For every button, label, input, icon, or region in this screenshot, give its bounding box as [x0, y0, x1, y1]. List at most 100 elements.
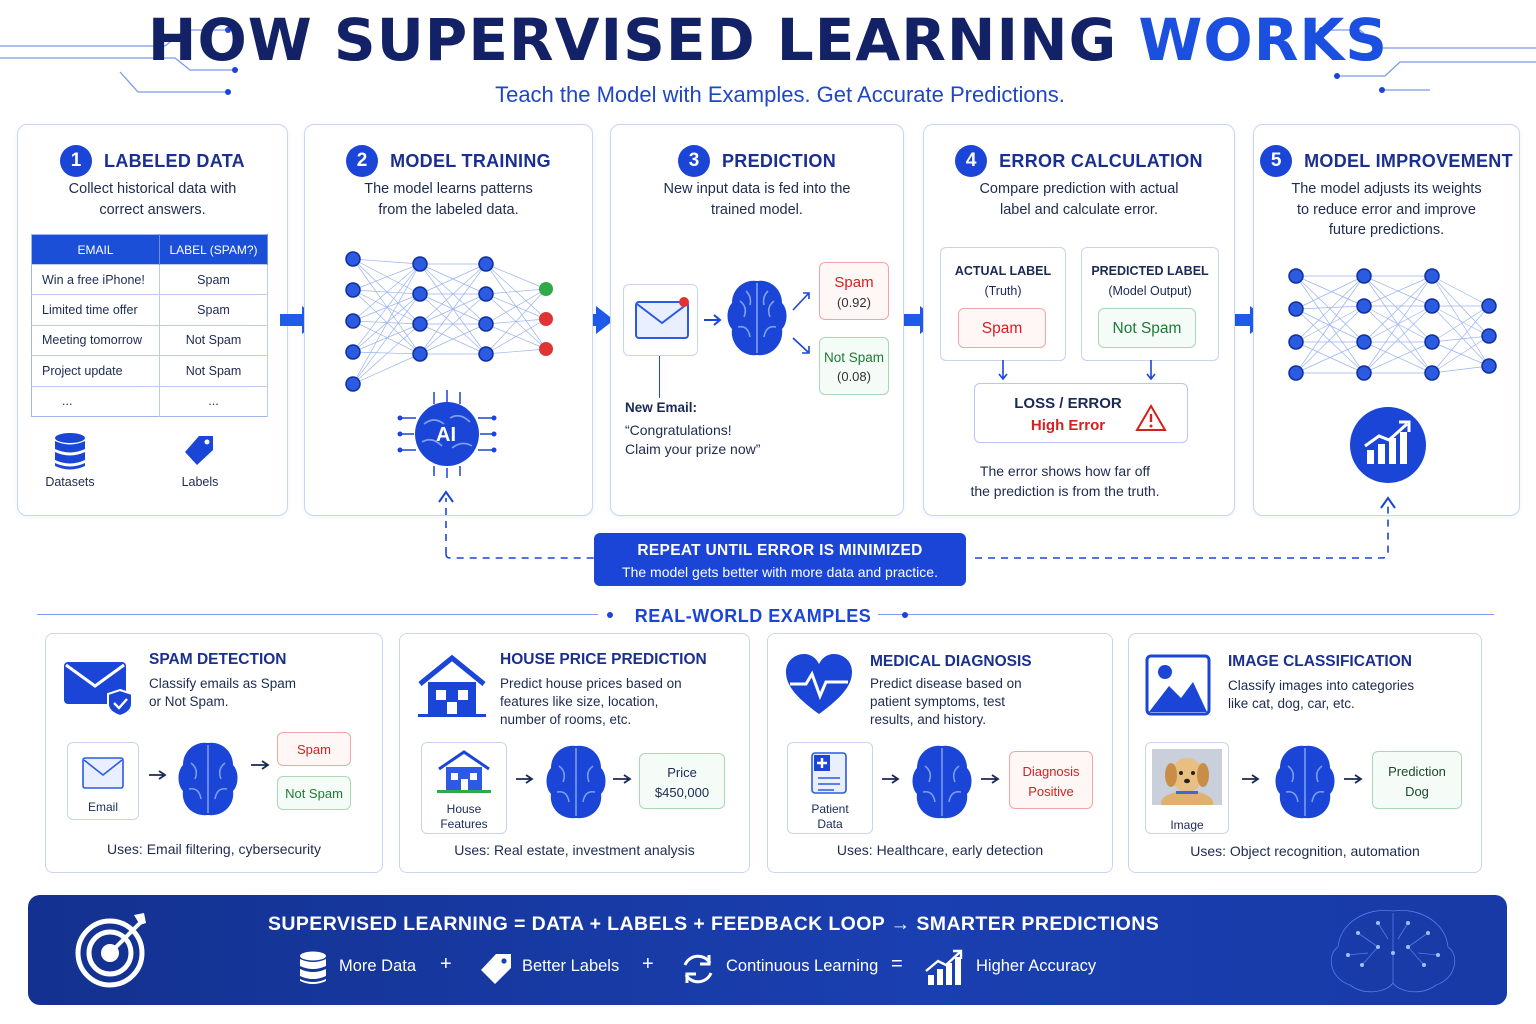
table-cell-label: Spam [159, 294, 268, 326]
page-subtitle: Teach the Model with Examples. Get Accur… [495, 82, 1065, 107]
table-cell-email: Win a free iPhone! [31, 263, 160, 295]
envelope-icon [635, 301, 689, 339]
prediction-spam-label: Spam [834, 274, 874, 291]
step-number: 4 [955, 145, 988, 177]
ai-brain-icon [397, 390, 497, 478]
error-note-line-2: the prediction is from the truth. [970, 483, 1160, 499]
step-description: Collect historical data with correct ans… [68, 181, 237, 218]
example-card-medical: MEDICAL DIAGNOSIS Predict disease based … [767, 633, 1113, 873]
step-number: 5 [1260, 145, 1293, 177]
tag-icon [481, 954, 511, 984]
error-note-line-1: The error shows how far off [979, 463, 1151, 479]
heartbeat-icon [786, 654, 852, 714]
table-cell-email: Meeting tomorrow [31, 324, 160, 356]
arrow-right-icon [516, 774, 534, 784]
divider-dot [902, 612, 908, 618]
example-input-card: Email [67, 742, 139, 820]
brain-icon [912, 745, 972, 819]
example-output-box: Price $450,000 [639, 753, 725, 809]
example-output-box: Diagnosis Positive [1009, 751, 1093, 809]
tag-icon [185, 436, 213, 465]
actual-label-title: ACTUAL LABEL [954, 264, 1052, 278]
example-title: MEDICAL DIAGNOSIS [870, 653, 1032, 670]
house-icon [437, 750, 491, 793]
step-description: Compare prediction with actual label and… [979, 181, 1179, 218]
down-arrows-icon [998, 360, 1156, 381]
branch-arrows-icon [792, 292, 810, 354]
actual-label-sub: (Truth) [984, 284, 1022, 298]
table-cell-email: Project update [31, 355, 160, 387]
envelope-icon [82, 757, 124, 789]
brain-icon [178, 742, 238, 816]
house-icon [418, 654, 486, 717]
summary-formula: SUPERVISED LEARNING = DATA + LABELS + FE… [268, 913, 1160, 935]
feedback-loop-lines [438, 490, 1396, 559]
step-description: The model adjusts its weights to reduce … [1291, 181, 1482, 238]
arrow-right-icon [1344, 774, 1363, 784]
summary-item-better-labels: Better Labels [522, 957, 620, 975]
brain-network-decoration [1330, 909, 1456, 993]
example-output-box: Prediction Dog [1372, 751, 1462, 809]
step-number: 3 [677, 145, 710, 177]
example-output-2: Positive [1028, 784, 1074, 799]
arrow-right-icon [981, 774, 1000, 784]
growth-chart-icon [925, 949, 963, 985]
clipboard-icon [811, 752, 847, 794]
dog-photo-icon [1152, 749, 1222, 815]
arrow-right-icon [882, 774, 900, 784]
example-output-2: $450,000 [654, 785, 710, 800]
predicted-label-title: PREDICTED LABEL [1091, 264, 1209, 278]
neural-network-improved [1288, 268, 1497, 381]
table-cell-label: ... [159, 385, 268, 417]
arrow-right-icon [251, 760, 270, 770]
example-uses: Uses: Healthcare, early detection [836, 842, 1044, 858]
predicted-label-sub: (Model Output) [1108, 284, 1192, 298]
prediction-notspam-label: Not Spam [823, 350, 885, 365]
circuit-decoration [0, 27, 1536, 95]
table-cell-label: Spam [159, 263, 268, 295]
brain-icon [1275, 745, 1335, 819]
divider-gap [598, 609, 878, 621]
example-card-image-classification: IMAGE CLASSIFICATION Classify images int… [1128, 633, 1482, 873]
example-output-2: Not Spam [277, 776, 351, 810]
repeat-banner: REPEAT UNTIL ERROR IS MINIMIZED The mode… [594, 533, 966, 586]
flow-arrow-icon [574, 306, 614, 334]
table-cell-email: Limited time offer [31, 294, 160, 326]
table-header: LABEL (SPAM?) [159, 234, 268, 265]
neural-network-training [345, 251, 553, 392]
example-title: SPAM DETECTION [149, 651, 287, 668]
shield-envelope-icon [64, 662, 133, 716]
warning-icon [1135, 404, 1167, 431]
prediction-notspam-box: Not Spam (0.08) [819, 337, 889, 395]
table-row: Win a free iPhone!Spam [31, 263, 268, 295]
prediction-spam-box: Spam (0.92) [819, 262, 889, 320]
arrow-right-icon [704, 314, 722, 326]
example-title: IMAGE CLASSIFICATION [1228, 653, 1412, 670]
step-number: 1 [60, 145, 93, 177]
step-title: MODEL TRAINING [390, 150, 551, 171]
predicted-value-box: Not Spam [1098, 308, 1196, 348]
actual-value-box: Spam [958, 308, 1046, 348]
target-icon [75, 913, 146, 988]
table-cell-label: Not Spam [159, 324, 268, 356]
divider-dot [607, 612, 613, 618]
datasets-label: Datasets [45, 475, 95, 489]
arrow-right-icon [613, 774, 632, 784]
example-uses: Uses: Email filtering, cybersecurity [107, 841, 321, 857]
example-output-1: Prediction [1388, 764, 1446, 779]
summary-operator: + [440, 953, 452, 975]
arrow-right-icon [1242, 774, 1260, 784]
summary-banner: SUPERVISED LEARNING = DATA + LABELS + FE… [28, 895, 1507, 1005]
loss-value: High Error [1030, 417, 1106, 434]
growth-chart-icon [1350, 407, 1426, 483]
brain-icon [727, 280, 787, 356]
new-email-text-2: Claim your prize now” [625, 441, 761, 457]
step-description: New input data is fed into the trained m… [663, 181, 851, 218]
